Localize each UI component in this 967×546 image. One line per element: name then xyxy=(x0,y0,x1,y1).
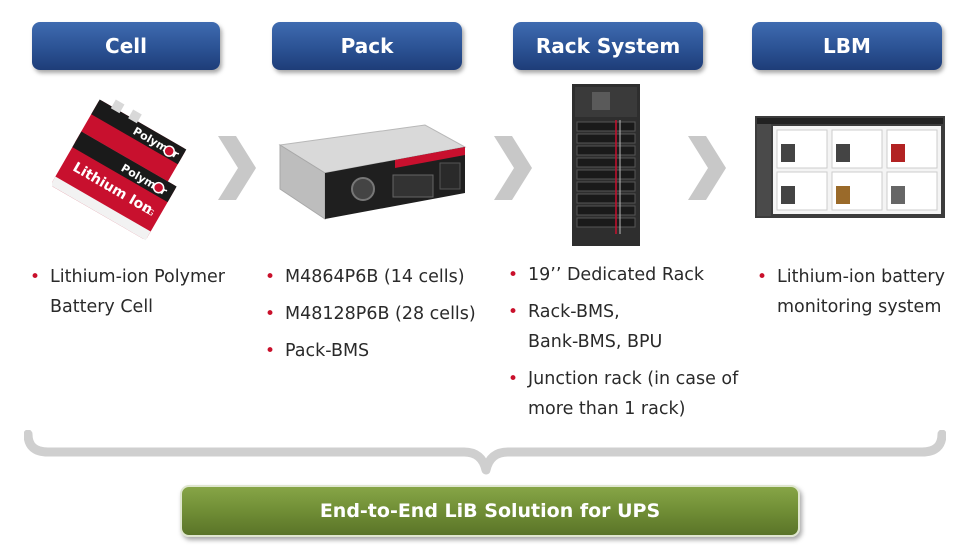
list-item: •Lithium-ion battery monitoring system xyxy=(757,267,945,317)
stage-header-lbm: LBM xyxy=(752,22,942,70)
chevron-right-icon xyxy=(494,136,532,200)
stage-header-cell: Cell xyxy=(32,22,220,70)
lbm-bullet-list: •Lithium-ion battery monitoring system xyxy=(757,262,962,329)
battery-rack-icon xyxy=(572,84,640,246)
list-item: •Junction rack (in case of more than 1 r… xyxy=(508,369,739,419)
chevron-right-icon xyxy=(688,136,726,200)
list-item: •M48128P6B (28 cells) xyxy=(265,304,476,324)
chevron-right-icon xyxy=(218,136,256,200)
stage-header-pack: Pack xyxy=(272,22,462,70)
solution-banner: End-to-End LiB Solution for UPS xyxy=(180,485,800,537)
rack-bullet-list: •19’’ Dedicated Rack •Rack-BMS, Bank-BMS… xyxy=(508,260,738,431)
list-item: •Pack-BMS xyxy=(265,341,370,361)
list-item: •M4864P6B (14 cells) xyxy=(265,267,465,287)
list-item: •19’’ Dedicated Rack xyxy=(508,265,705,285)
list-item: •Rack-BMS, Bank-BMS, BPU xyxy=(508,302,663,352)
stage-header-rack-system: Rack System xyxy=(513,22,703,70)
polymer-battery-cell-icon: Polymer Polymer Lithium Ion LG xyxy=(52,99,187,241)
grouping-brace xyxy=(24,430,946,475)
cell-bullet-list: •Lithium-ion Polymer Battery Cell xyxy=(30,262,245,329)
monitoring-screen-icon xyxy=(755,116,945,218)
battery-pack-icon xyxy=(278,124,467,220)
list-item: •Lithium-ion Polymer Battery Cell xyxy=(30,267,225,317)
pack-bullet-list: •M4864P6B (14 cells) •M48128P6B (28 cell… xyxy=(265,262,505,373)
